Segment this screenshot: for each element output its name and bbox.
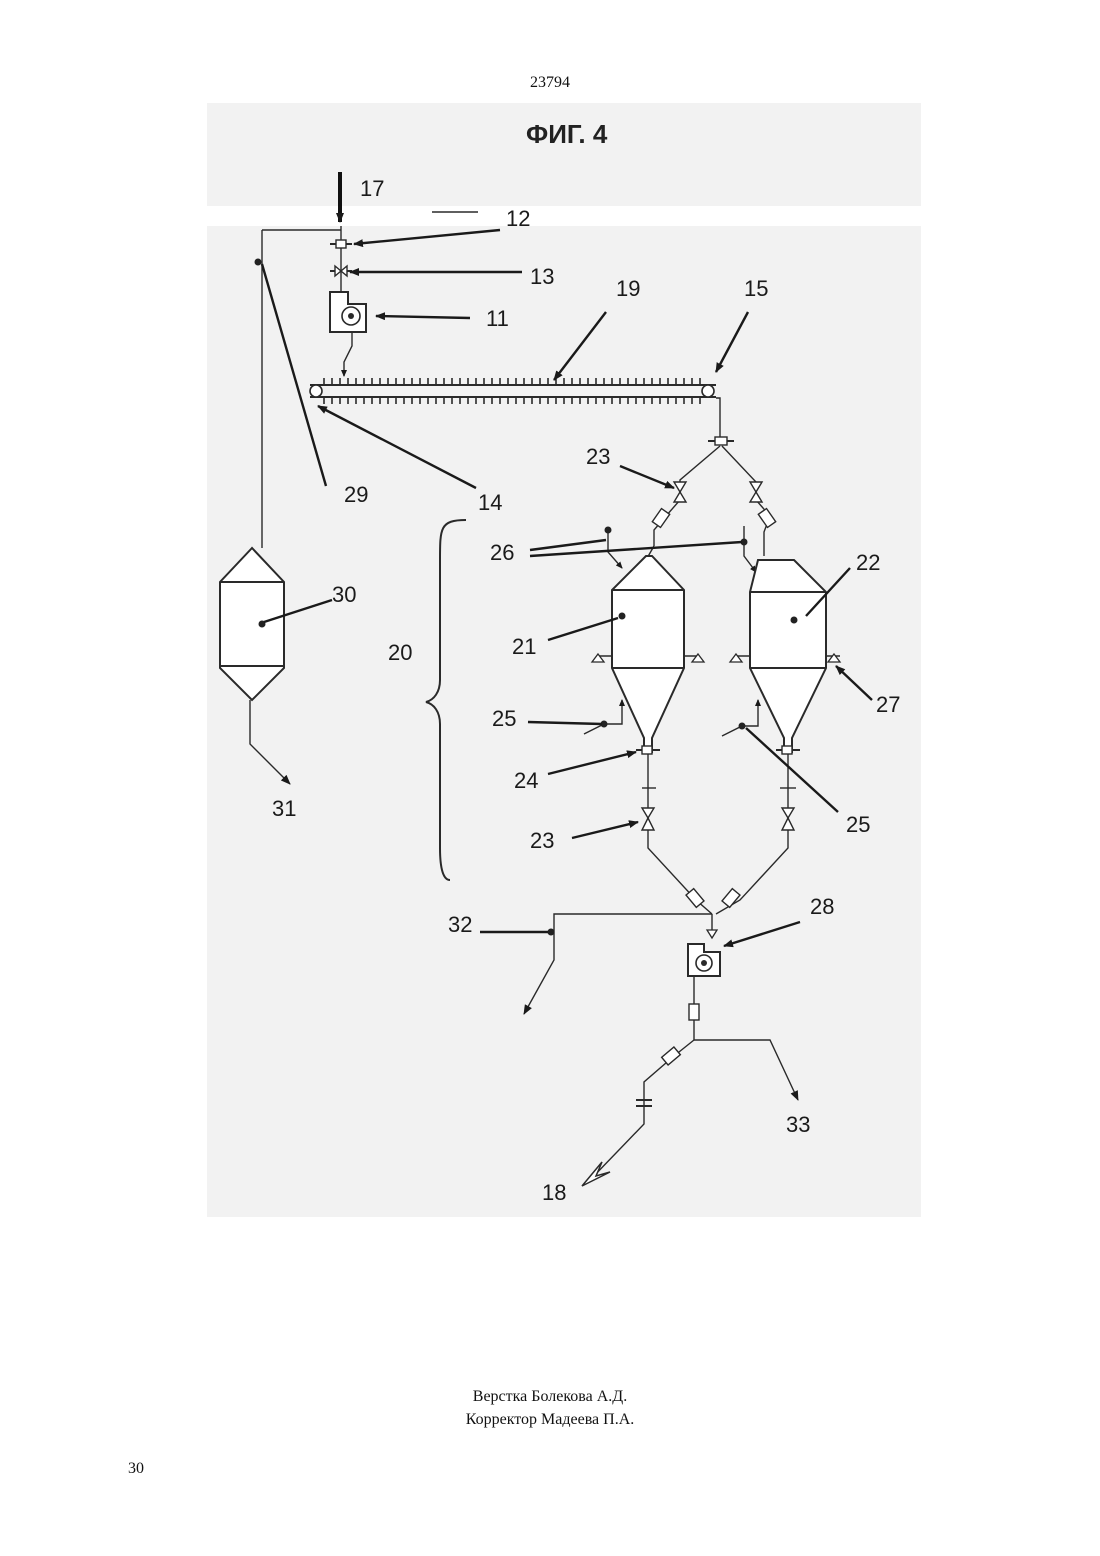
label-15: 15: [744, 276, 768, 301]
label-21: 21: [512, 634, 536, 659]
label-25-left: 25: [492, 706, 516, 731]
label-32: 32: [448, 912, 472, 937]
label-28: 28: [810, 894, 834, 919]
label-29: 29: [344, 482, 368, 507]
label-23-bottom: 23: [530, 828, 554, 853]
label-25-right: 25: [846, 812, 870, 837]
label-11: 11: [486, 306, 509, 331]
label-24: 24: [514, 768, 538, 793]
label-19: 19: [616, 276, 640, 301]
credit-proof: Корректор Мадеева П.А.: [0, 1408, 1100, 1431]
label-30: 30: [332, 582, 356, 607]
scan-gap-band: [207, 206, 921, 226]
label-22: 22: [856, 550, 880, 575]
page-number: 30: [128, 1460, 144, 1478]
label-27: 27: [876, 692, 900, 717]
label-13: 13: [530, 264, 554, 289]
label-26: 26: [490, 540, 514, 565]
label-17: 17: [360, 176, 384, 201]
label-23-top: 23: [586, 444, 610, 469]
label-18: 18: [542, 1180, 566, 1205]
label-31: 31: [272, 796, 296, 821]
label-33: 33: [786, 1112, 810, 1137]
label-12: 12: [506, 206, 530, 231]
credit-layout: Верстка Болекова А.Д.: [0, 1385, 1100, 1408]
label-14: 14: [478, 490, 502, 515]
figure-title: ФИГ. 4: [526, 119, 608, 149]
label-20: 20: [388, 640, 412, 665]
credits: Верстка Болекова А.Д. Корректор Мадеева …: [0, 1385, 1100, 1431]
